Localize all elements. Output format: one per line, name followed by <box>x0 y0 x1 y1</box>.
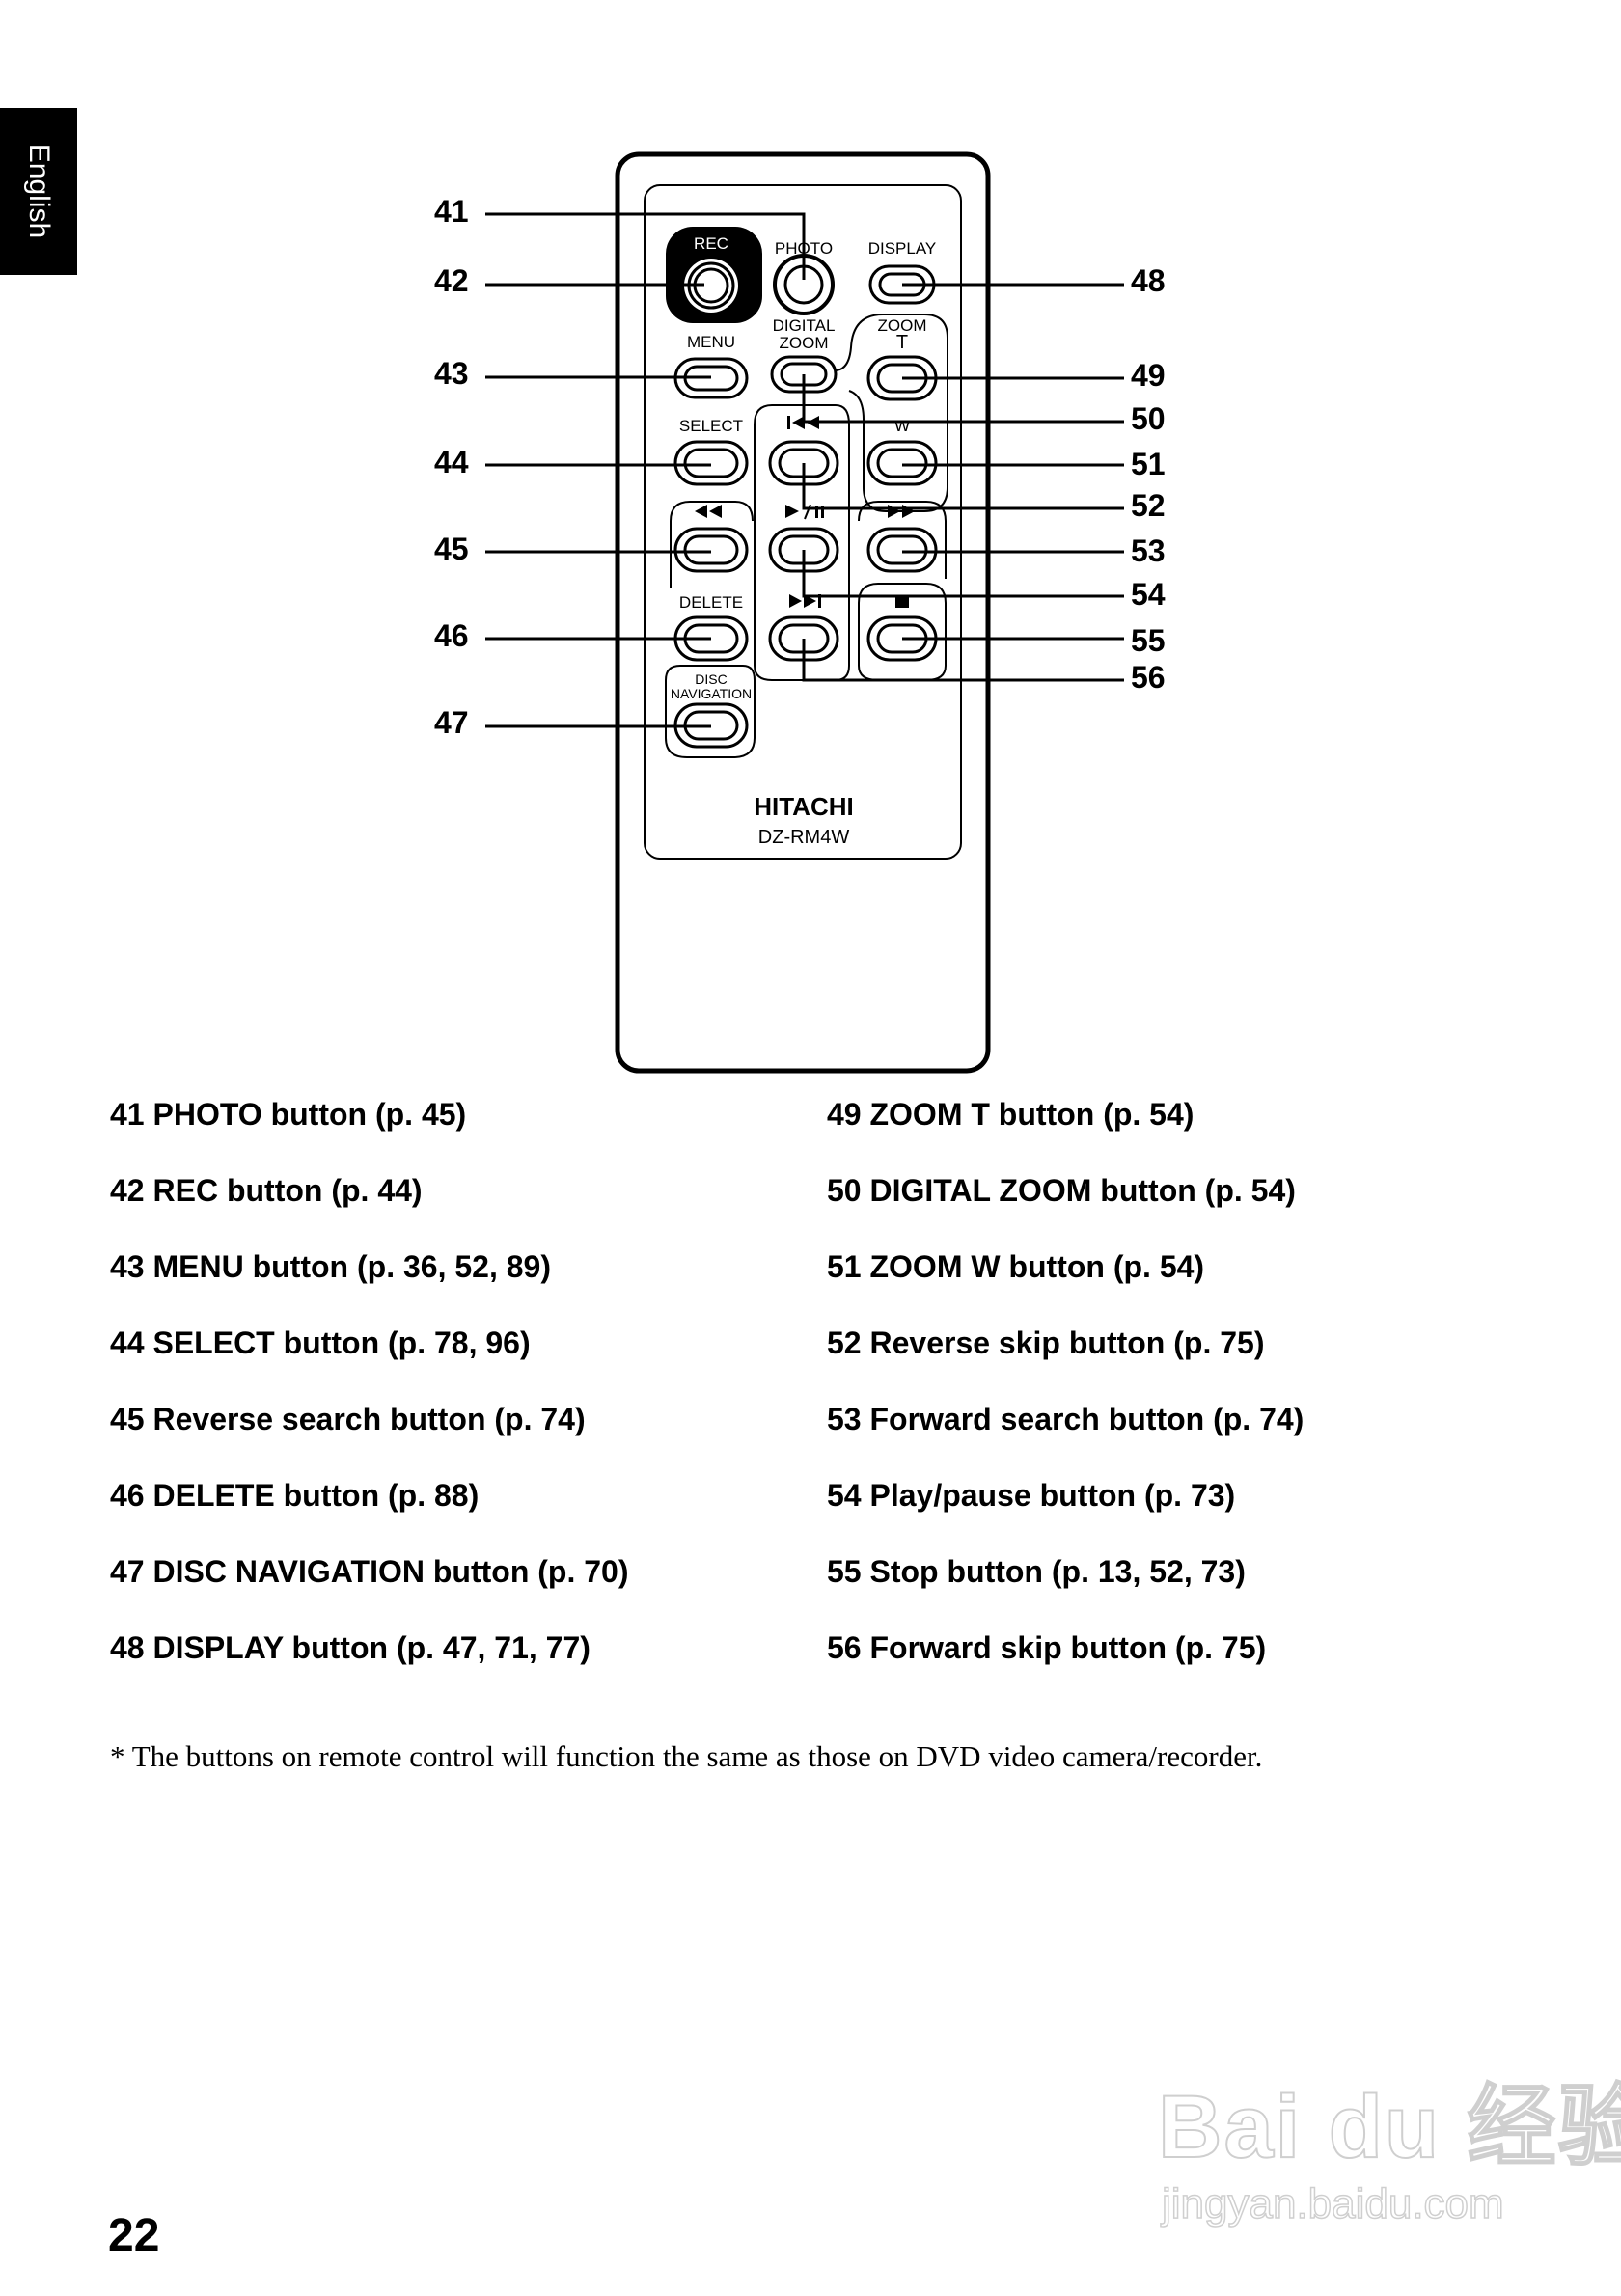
language-tab: English <box>0 108 77 275</box>
zoom-t-label: T <box>896 332 908 353</box>
digital-zoom-label-2: ZOOM <box>780 334 829 352</box>
callout-50: 50 <box>1131 401 1166 436</box>
reverse-search-icon <box>695 505 722 518</box>
disc-navigation-label-1: DISC <box>695 671 727 687</box>
callout-54: 54 <box>1131 577 1166 612</box>
brand-logo: HITACHI <box>754 792 854 821</box>
model-number: DZ-RM4W <box>758 827 850 848</box>
legend-item: 41 PHOTO button (p. 45) <box>110 1097 467 1132</box>
rec-label: REC <box>694 234 728 253</box>
legend-item: 51 ZOOM W button (p. 54) <box>827 1249 1205 1284</box>
callout-43: 43 <box>434 356 469 391</box>
forward-search-group-outline <box>858 501 947 579</box>
legend-item: 55 Stop button (p. 13, 52, 73) <box>827 1554 1246 1589</box>
remote-control-diagram: REC PHOTO DISPLAY MENU DIGITAL ZOOM ZOOM… <box>434 151 1166 1074</box>
forward-search-button[interactable] <box>866 527 938 573</box>
disc-navigation-group-outline <box>665 665 756 758</box>
legend-item: 48 DISPLAY button (p. 47, 71, 77) <box>110 1630 591 1665</box>
callout-46: 46 <box>434 618 469 653</box>
legend-item: 43 MENU button (p. 36, 52, 89) <box>110 1249 551 1284</box>
callout-44: 44 <box>434 445 469 479</box>
zoom-label: ZOOM <box>878 316 927 335</box>
watermark-url: jingyan.baidu.com <box>1161 2179 1504 2228</box>
zoom-w-label: W <box>894 417 910 435</box>
callout-48: 48 <box>1131 263 1166 298</box>
zoom-group-outline <box>834 314 948 512</box>
watermark-logo: Bai du 经验 jingyan.baidu.com <box>1157 2055 1621 2248</box>
legend-item: 54 Play/pause button (p. 73) <box>827 1478 1236 1513</box>
reverse-search-group-outline <box>670 501 754 588</box>
legend-item: 50 DIGITAL ZOOM button (p. 54) <box>827 1173 1296 1208</box>
select-label: SELECT <box>679 417 743 435</box>
menu-label: MENU <box>687 333 735 351</box>
page-number: 22 <box>108 2210 160 2261</box>
footnote: * The buttons on remote control will fun… <box>110 1739 1263 1773</box>
legend-item: 53 Forward search button (p. 74) <box>827 1402 1305 1436</box>
display-label: DISPLAY <box>868 239 937 258</box>
transport-group-outline <box>754 404 850 681</box>
callout-55: 55 <box>1131 623 1166 658</box>
legend-item: 42 REC button (p. 44) <box>110 1173 423 1208</box>
callout-leader-lines <box>485 212 1124 728</box>
legend-item: 45 Reverse search button (p. 74) <box>110 1402 586 1436</box>
remote-face-panel <box>644 184 962 860</box>
disc-navigation-label-2: NAVIGATION <box>671 686 752 701</box>
legend-item: 46 DELETE button (p. 88) <box>110 1478 480 1513</box>
legend-item: 49 ZOOM T button (p. 54) <box>827 1097 1195 1132</box>
rec-button[interactable] <box>684 259 738 313</box>
callout-51: 51 <box>1131 447 1166 481</box>
callout-56: 56 <box>1131 660 1166 695</box>
digital-zoom-label-1: DIGITAL <box>773 316 836 335</box>
legend-right-column: 49 ZOOM T button (p. 54) 50 DIGITAL ZOOM… <box>827 1085 1304 1695</box>
legend-item: 52 Reverse skip button (p. 75) <box>827 1326 1265 1360</box>
stop-icon <box>895 596 909 608</box>
legend-item: 56 Forward skip button (p. 75) <box>827 1630 1267 1665</box>
legend-item: 47 DISC NAVIGATION button (p. 70) <box>110 1554 629 1589</box>
callout-41: 41 <box>434 194 469 229</box>
callout-49: 49 <box>1131 358 1166 393</box>
select-button[interactable] <box>673 440 749 486</box>
reverse-search-button[interactable] <box>673 527 749 573</box>
callout-52: 52 <box>1131 488 1166 523</box>
legend-left-column: 41 PHOTO button (p. 45) 42 REC button (p… <box>110 1085 628 1695</box>
callout-42: 42 <box>434 263 469 298</box>
watermark-brand: Bai du 经验 <box>1157 2077 1621 2177</box>
callout-45: 45 <box>434 532 469 566</box>
stop-group-outline <box>858 583 947 681</box>
zoom-w-button[interactable] <box>866 440 938 486</box>
callout-47: 47 <box>434 705 469 740</box>
delete-label: DELETE <box>679 593 743 612</box>
legend-item: 44 SELECT button (p. 78, 96) <box>110 1326 531 1360</box>
callout-53: 53 <box>1131 533 1166 568</box>
